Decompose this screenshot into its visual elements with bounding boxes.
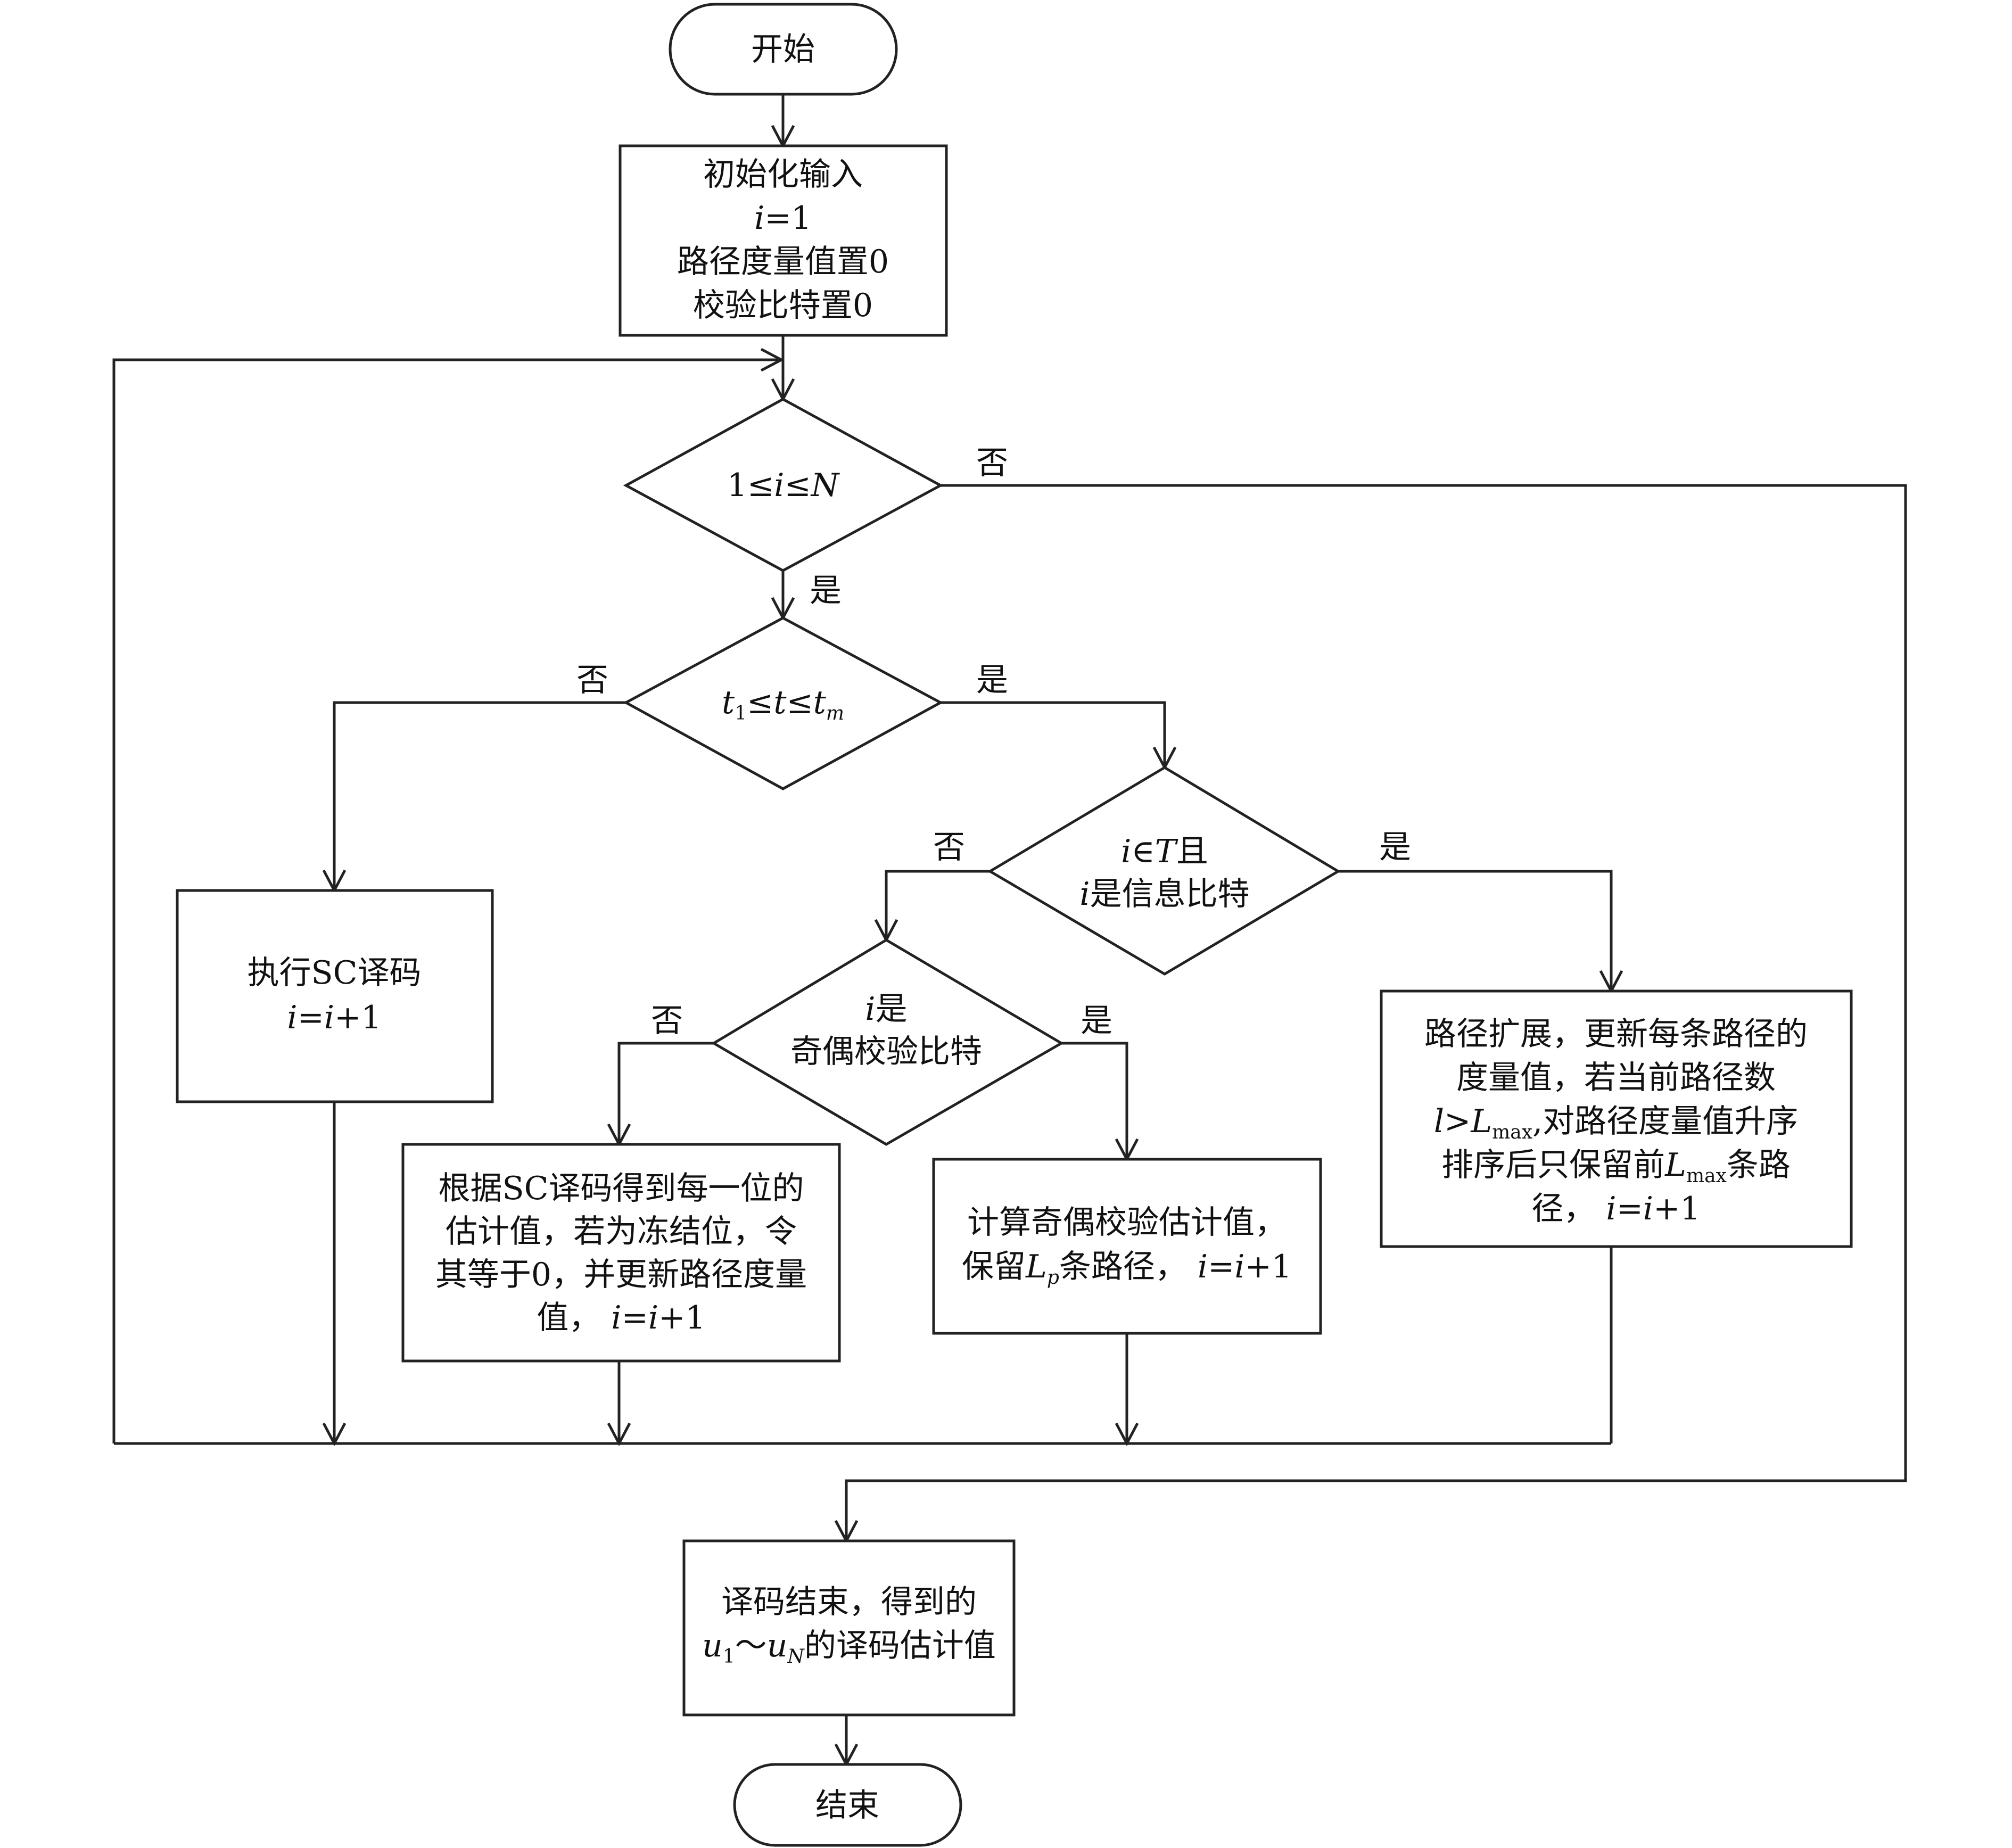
- frozen-line4: 值，i=i+1: [537, 1299, 705, 1336]
- frozen-line2: 估计值，若为冻结位，令: [446, 1213, 797, 1250]
- cond3-yes-label: 是: [1379, 829, 1411, 866]
- start-label: 开始: [751, 31, 815, 68]
- arrow-cond4-yes: [1061, 1042, 1127, 1159]
- cond1-yes-label: 是: [810, 572, 842, 609]
- init-line2: i=1: [754, 200, 812, 237]
- frozen-line1: 根据SC译码得到每一位的: [438, 1170, 804, 1207]
- arrow-cond4-no: [619, 1042, 714, 1144]
- cond1-no-label: 否: [976, 444, 1008, 482]
- end-terminal: [733, 1763, 962, 1847]
- decision-range-t: [623, 616, 944, 790]
- decode-end-box: [682, 1539, 1016, 1717]
- decision-parity-bit: [711, 938, 1064, 1146]
- expand-line4: 排序后只保留前Lmax条路: [1441, 1146, 1791, 1187]
- path-expand-box: [1380, 989, 1853, 1248]
- parity-line2: 保留Lp条路径，i=i+1: [962, 1248, 1292, 1289]
- frozen-line3: 其等于0，并更新路径度量: [435, 1256, 807, 1293]
- decision-info-bit: [987, 766, 1341, 976]
- sc-decode-box: [176, 889, 494, 1103]
- init-line3: 路径度量值置0: [677, 243, 889, 280]
- parity-estimate-box: [932, 1158, 1322, 1335]
- init-line4: 校验比特置0: [693, 287, 873, 324]
- connectors: [112, 94, 1907, 1764]
- cond1-label: 1≤i≤N: [727, 467, 840, 504]
- init-line1: 初始化输入: [703, 156, 863, 193]
- loop-back-line: [112, 360, 781, 1443]
- parity-line1: 计算奇偶校验估计值，: [967, 1204, 1287, 1241]
- arrow-cond3-yes: [1338, 870, 1611, 991]
- cond3-no-label: 否: [933, 829, 965, 866]
- sc-line1: 执行SC译码: [247, 954, 421, 992]
- cond3-line1: i∈T且: [1121, 833, 1208, 870]
- end-label: 结束: [815, 1787, 879, 1824]
- cond4-no-label: 否: [651, 1002, 683, 1040]
- init-box: [619, 144, 948, 337]
- cond2-yes-label: 是: [976, 662, 1008, 699]
- arrow-cond1-no: [846, 484, 1907, 1541]
- arrow-cond3-no: [886, 870, 990, 940]
- expand-line1: 路径扩展，更新每条路径的: [1424, 1016, 1808, 1053]
- cond2-label: t1≤t≤tm: [722, 684, 844, 724]
- sc-line2: i=i+1: [287, 999, 381, 1036]
- cond4-line2: 奇偶校验比特: [790, 1033, 982, 1070]
- start-terminal: [669, 3, 898, 96]
- cond2-no-label: 否: [576, 662, 608, 699]
- endbox-line2: u1～uN的译码估计值: [702, 1627, 996, 1668]
- cond4-line1: i是: [865, 991, 907, 1028]
- expand-line5: 径，i=i+1: [1531, 1190, 1700, 1227]
- expand-line3: l>Lmax,对路径度量值升序: [1434, 1103, 1798, 1143]
- frozen-bit-box: [401, 1143, 841, 1363]
- endbox-line1: 译码结束，得到的: [721, 1583, 977, 1621]
- cond3-line2: i是信息比特: [1079, 876, 1249, 913]
- cond4-yes-label: 是: [1081, 1002, 1112, 1040]
- arrow-cond2-no: [334, 701, 626, 890]
- arrow-cond2-yes: [941, 701, 1165, 768]
- decision-range-i: [623, 398, 944, 572]
- expand-line2: 度量值，若当前路径数: [1456, 1059, 1776, 1096]
